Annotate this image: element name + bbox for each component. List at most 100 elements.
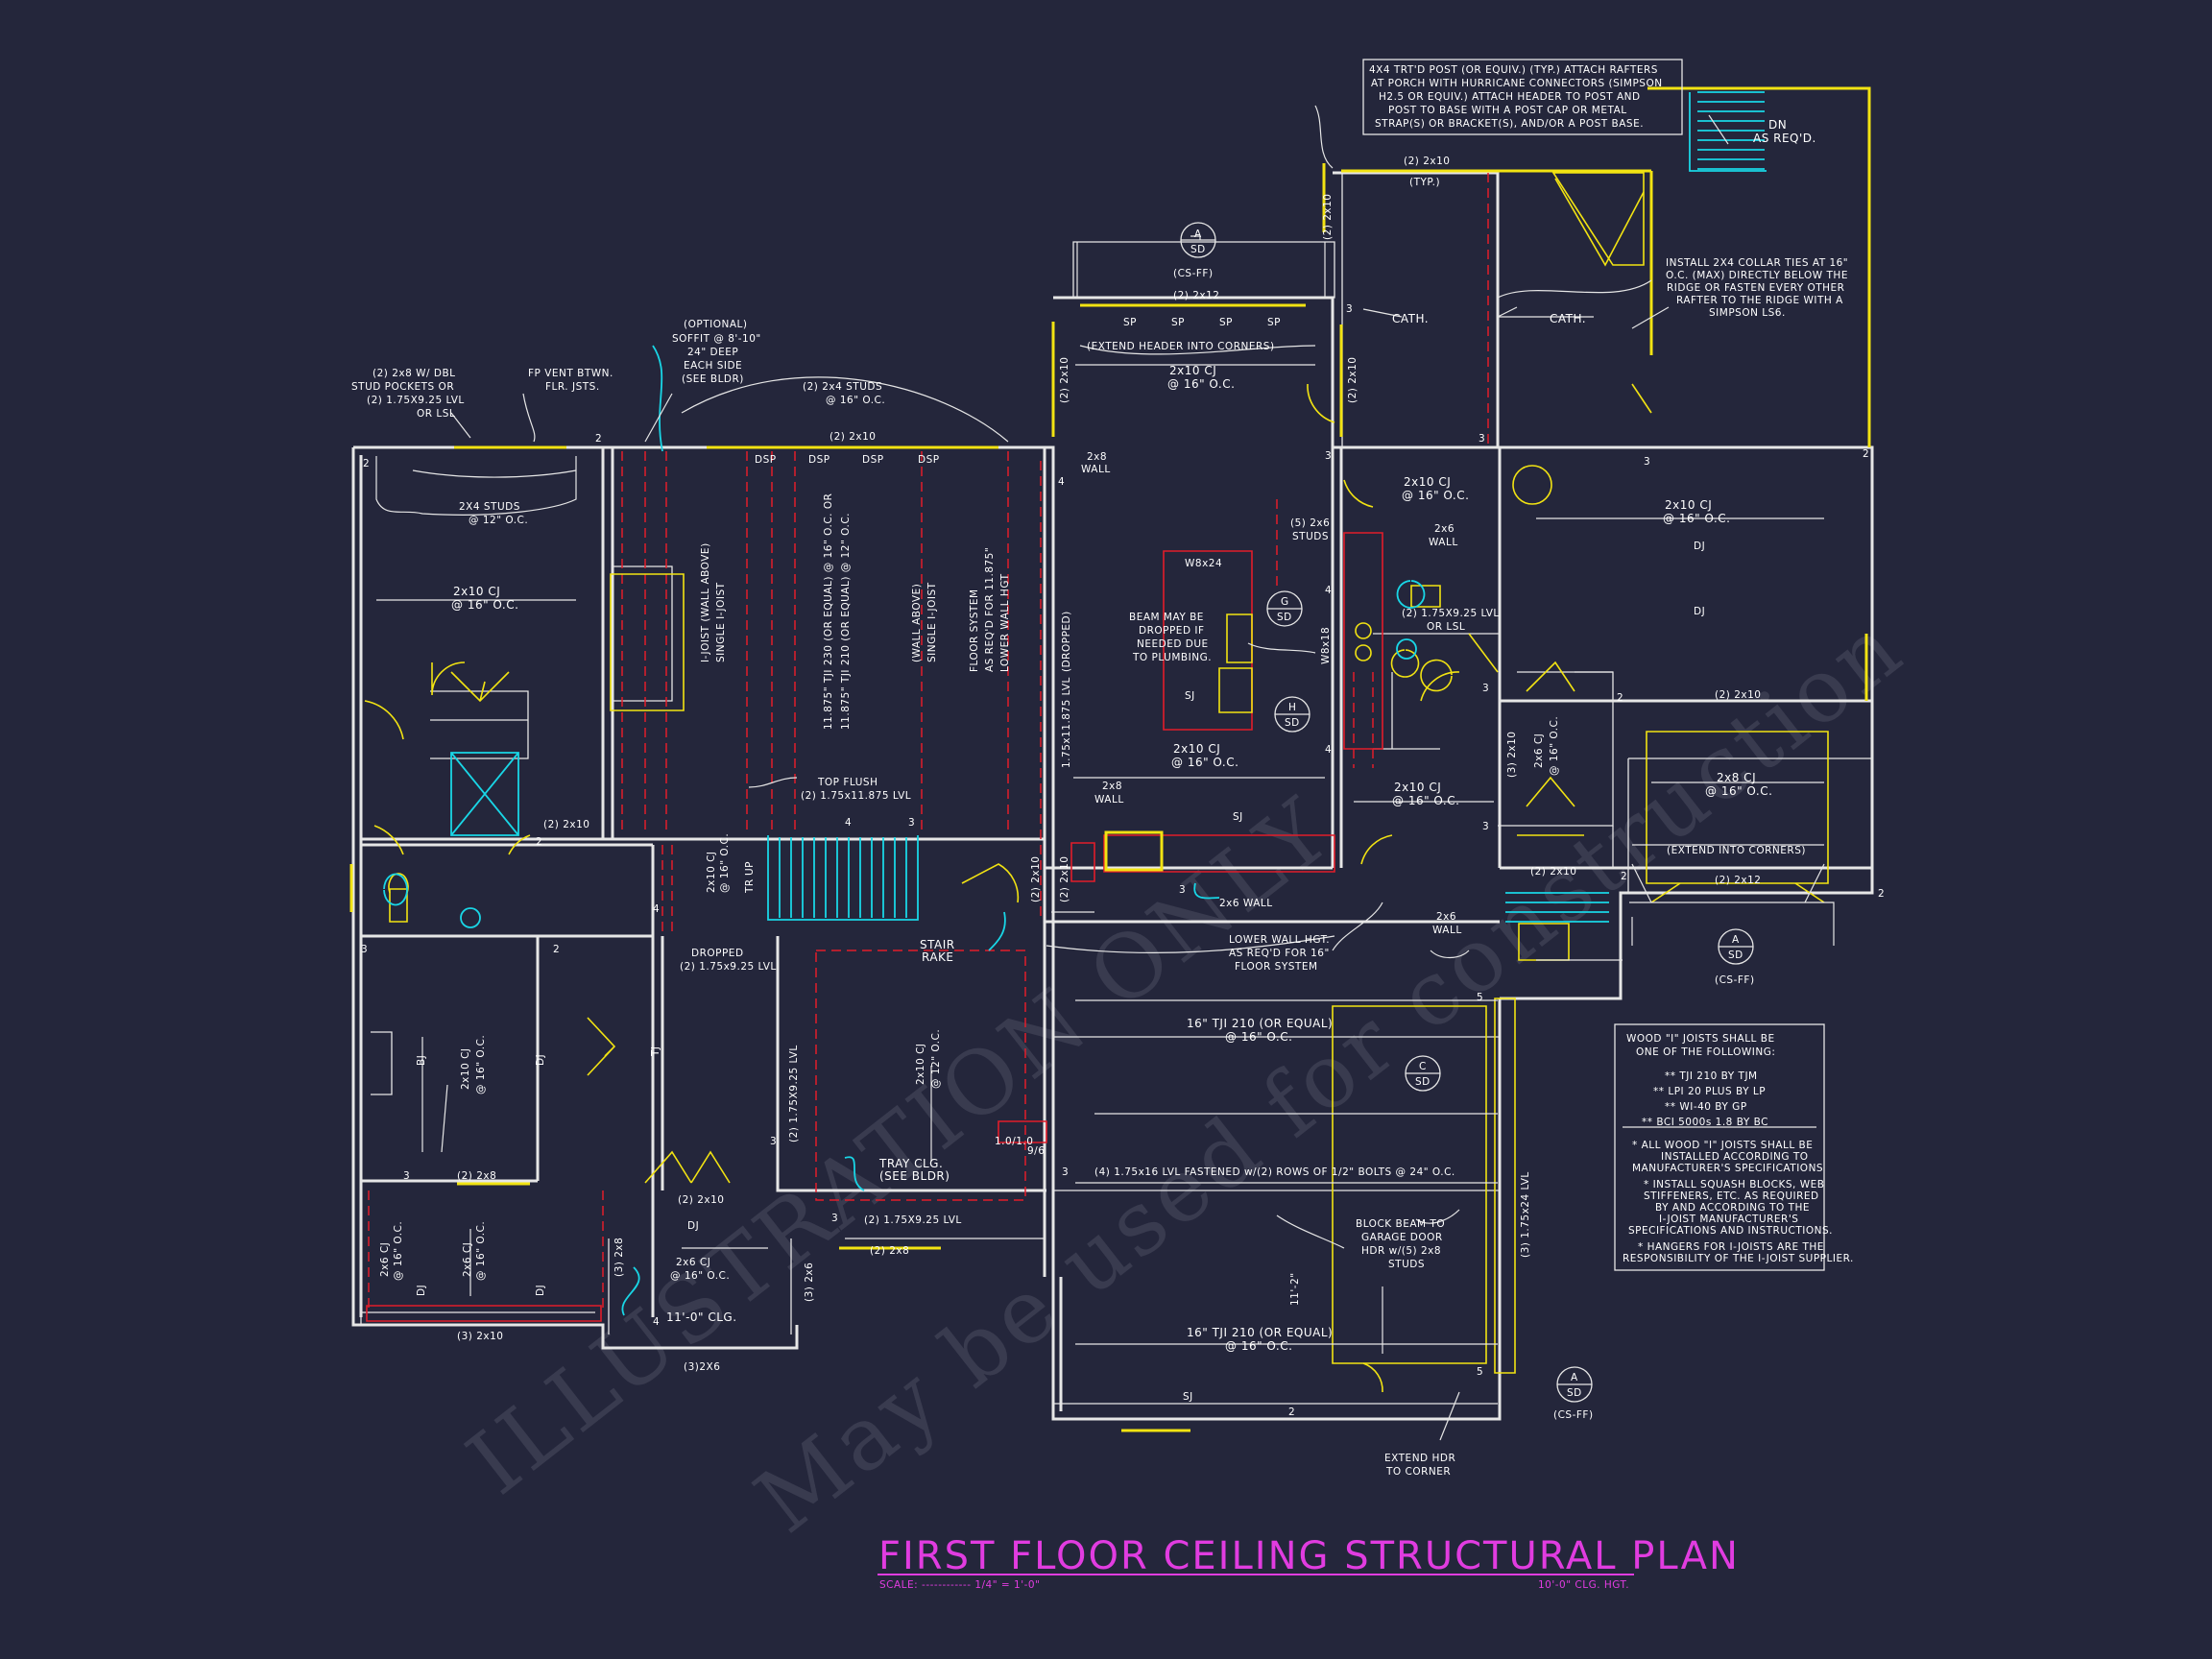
num-u: 3 xyxy=(361,944,368,955)
cj-2x6-lower-left-2: 2x6 CJ xyxy=(462,1242,473,1277)
lvl-925-vertical: (2) 1.75X9.25 LVL xyxy=(788,1045,800,1142)
oc16-stair: @ 16" O.C. xyxy=(719,833,731,893)
notes-item-6: BY AND ACCORDING TO THE xyxy=(1655,1202,1810,1214)
wall-2x8-b: WALL xyxy=(1081,464,1111,475)
grid-numbers: 2 2 4 3 3 3 3 2 4 4 3 3 2 2 2 3 4 3 4 2 … xyxy=(361,303,1885,1418)
dn-label: DN xyxy=(1768,118,1787,132)
header-3-2x6-bay: (3) 2x6 xyxy=(804,1262,815,1302)
cj-2x10-center-lower-2: 2x10 CJ xyxy=(1394,781,1441,794)
oc12-tray: @ 12" O.C. xyxy=(930,1029,942,1089)
optional-soffit-3: 24" DEEP xyxy=(687,347,738,358)
wall-2x6-right-b: WALL xyxy=(1432,925,1462,936)
dim-11-2: 11'-2" xyxy=(1289,1272,1301,1306)
collar-note-line-3: RIDGE OR FASTEN EVERY OTHER xyxy=(1667,282,1844,294)
optional-soffit-1: (OPTIONAL) xyxy=(684,319,747,330)
dj-left-2: DJ xyxy=(416,1285,427,1296)
num-n: 2 xyxy=(1878,888,1885,900)
notes-item-10: RESPONSIBILITY OF THE I-JOIST SUPPLIER. xyxy=(1623,1253,1854,1264)
floor-system-2: AS REQ'D FOR 11.875" xyxy=(984,547,996,672)
header-3-2x8-bay: (3) 2x8 xyxy=(613,1238,625,1277)
block-beam-2: GARAGE DOOR xyxy=(1361,1232,1443,1243)
post-note-line-4: POST TO BASE WITH A POST CAP OR METAL xyxy=(1388,105,1627,116)
notes-heading-1: WOOD "I" JOISTS SHALL BE xyxy=(1626,1033,1775,1045)
extend-hdr-2: TO CORNER xyxy=(1385,1466,1451,1478)
notes-item-1: * ALL WOOD "I" JOISTS SHALL BE xyxy=(1632,1140,1813,1151)
tji-16-210-upper: 16" TJI 210 (OR EQUAL) xyxy=(1187,1017,1333,1030)
cath-label-2: CATH. xyxy=(1550,312,1586,325)
sj-label-1: SJ xyxy=(1185,690,1195,702)
cj-2x10-lower-left: 2x10 CJ xyxy=(460,1047,471,1090)
beams-headers xyxy=(349,86,1871,1432)
section-a-bottom-letter: A xyxy=(1571,1372,1578,1383)
lvl-fastened-label: (4) 1.75x16 LVL FASTENED w/(2) ROWS OF 1… xyxy=(1094,1166,1455,1178)
lvl-ibd-label: 1.0/1.0 xyxy=(995,1136,1033,1147)
block-beam-4: STUDS xyxy=(1388,1259,1425,1270)
dj-lower-mid: DJ xyxy=(687,1220,699,1232)
exterior-walls xyxy=(351,171,1874,1421)
notes-option-1: ** TJI 210 BY TJM xyxy=(1665,1070,1758,1082)
num-v: 2 xyxy=(553,944,560,955)
porch-header-label: (2) 2x10 xyxy=(1404,156,1450,167)
post-note: 4X4 TRT'D POST (OR EQUIV.) (TYP.) ATTACH… xyxy=(1369,64,1663,130)
num-p: 3 xyxy=(1179,884,1186,896)
cj-2x10-center-mid: 2x10 CJ xyxy=(1404,475,1451,489)
oc16-left: @ 16" O.C. xyxy=(451,598,518,612)
collar-note-line-1: INSTALL 2X4 COLLAR TIES AT 16" xyxy=(1666,257,1848,269)
sj-label-2: SJ xyxy=(1233,811,1243,823)
header-2x10-lower-mid: (2) 2x10 xyxy=(678,1194,724,1206)
header-2x10-vert-right: (2) 2x10 xyxy=(1347,357,1358,403)
header-2x12-right: (2) 2x12 xyxy=(1715,875,1761,886)
num-y: 3 xyxy=(831,1213,838,1224)
post-note-box xyxy=(1362,59,1683,135)
lvl-96-label: 9/6 xyxy=(1027,1145,1045,1157)
block-beam-1: BLOCK BEAM TO xyxy=(1356,1218,1445,1230)
num-ad: 4 xyxy=(653,1316,660,1328)
interior-walls xyxy=(360,445,1872,1405)
notes-option-4: ** BCI 5000s 1.8 BY BC xyxy=(1642,1117,1768,1128)
section-a-bottom-sd: SD xyxy=(1567,1387,1582,1399)
optional-soffit-4: EACH SIDE xyxy=(684,360,742,372)
tray-clg-1: TRAY CLG. xyxy=(878,1157,943,1170)
num-e: 3 xyxy=(1325,450,1332,462)
wall-above-2: SINGLE I-JOIST xyxy=(926,582,938,662)
dj-left-3: DJ xyxy=(535,1285,546,1296)
oc16-bay: @ 16" O.C. xyxy=(670,1270,730,1282)
cj-2x10-left: 2x10 CJ xyxy=(453,585,500,598)
cj-2x6-vertical: 2x6 CJ xyxy=(1533,733,1545,768)
num-ac: 2 xyxy=(1288,1407,1295,1418)
num-g: 3 xyxy=(1644,456,1650,468)
ijoist-wall-above-2: SINGLE I-JOIST xyxy=(715,582,727,662)
dropped-vertical: (DROPPED) xyxy=(1061,611,1072,672)
num-j: 4 xyxy=(1325,744,1332,756)
cj-2x10-center-top: 2x10 CJ xyxy=(1169,364,1216,377)
notes-item-5: STIFFENERS, ETC. AS REQUIRED xyxy=(1644,1190,1819,1202)
cj-2x10-tray: 2x10 CJ xyxy=(915,1043,926,1085)
dj-left-1: DJ xyxy=(535,1054,546,1066)
cj-2x6-bay: 2x6 CJ xyxy=(676,1257,710,1268)
lvl-925-lsl-2: OR LSL xyxy=(1427,621,1465,633)
lvl-925-bottom: (2) 1.75X9.25 LVL xyxy=(864,1214,962,1226)
notes-item-8: SPECIFICATIONS AND INSTRUCTIONS. xyxy=(1628,1225,1833,1237)
post-note-line-2: AT PORCH WITH HURRICANE CONNECTORS (SIMP… xyxy=(1371,78,1663,89)
sp-label-2: SP xyxy=(1171,317,1185,328)
floor-system-1: FLOOR SYSTEM xyxy=(969,589,980,672)
header-2x8-bay: (2) 2x8 xyxy=(870,1245,909,1257)
num-x: 3 xyxy=(770,1136,777,1147)
dj-right-1: DJ xyxy=(1694,541,1705,552)
num-r: 3 xyxy=(908,817,915,829)
section-c-sd: SD xyxy=(1415,1076,1431,1088)
notes-item-2: INSTALLED ACCORDING TO xyxy=(1661,1151,1809,1163)
cj-2x10-center-lower: 2x10 CJ xyxy=(1173,742,1220,756)
block-beam-3: HDR w/(5) 2x8 xyxy=(1361,1245,1441,1257)
num-c: 4 xyxy=(1058,476,1065,488)
lvl-1175-vertical: 1.75x11.875 LVL xyxy=(1061,677,1072,768)
stud-pockets-2: STUD POCKETS OR xyxy=(351,381,454,393)
header-2x10-small-right: (2) 2x10 xyxy=(1530,866,1576,878)
section-a-right-sd: SD xyxy=(1728,950,1743,961)
section-a-top-letter: A xyxy=(1194,228,1202,240)
extend-hdr-1: EXTEND HDR xyxy=(1384,1453,1455,1464)
dj-right-2: DJ xyxy=(1694,606,1705,617)
tji-210-label: 11.875" TJI 210 (OR EQUAL) @ 12" O.C. xyxy=(840,513,852,730)
num-w: 3 xyxy=(403,1170,410,1182)
section-g-letter: G xyxy=(1281,596,1289,608)
